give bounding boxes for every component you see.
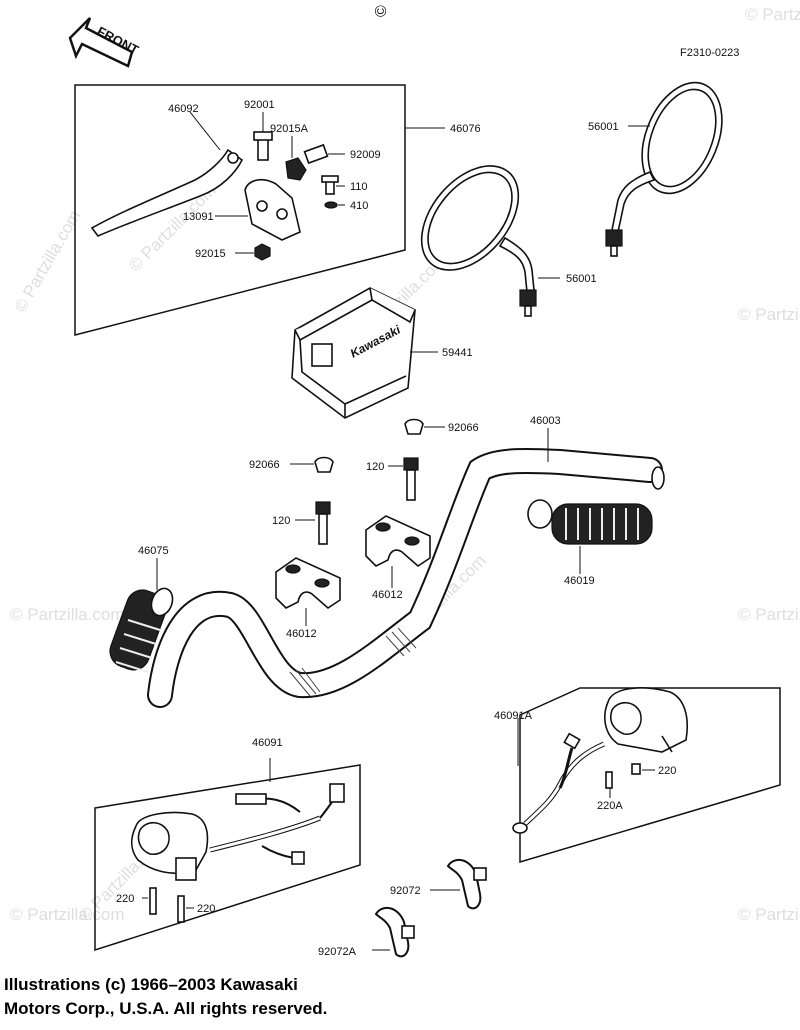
mirror-left [420,165,537,317]
bolt-120-lower [315,501,331,545]
part-label-92066-upper: 92066 [448,422,479,434]
right-switch-housing [604,687,688,753]
brake-lever [90,148,244,237]
screw-220-left-b [177,895,185,923]
handlebar [147,447,665,708]
part-label-46091: 46091 [252,737,283,749]
right-switch-wiring [512,732,605,834]
watermark: © Partzilla.com [738,605,800,624]
part-label-92072: 92072 [390,885,421,897]
part-label-92009: 92009 [350,149,381,161]
part-label-46003: 46003 [530,415,561,427]
part-label-13091: 13091 [183,211,214,223]
watermark: © Partzilla.com [10,605,125,624]
front-arrow-icon: FRONT [68,17,141,68]
grip-right [527,499,653,545]
top-copyright-mark: © [373,5,390,17]
screw-220-left-a [149,887,157,915]
clamp-upper [365,515,431,568]
parts-diagram: © Partzilla.com © Partzilla.com © Partzi… [10,5,800,958]
part-label-410: 410 [350,200,368,212]
part-label-92072A: 92072A [318,946,357,958]
watermark: © Partzilla.com [738,905,800,924]
part-label-120-upper: 120 [366,461,384,473]
screw-220A [605,771,613,789]
watermark: © Partzilla.com [738,305,800,324]
part-label-110: 110 [350,181,368,193]
left-switch-frame [94,764,361,952]
part-label-220-right: 220 [658,765,676,777]
part-label-59441: 59441 [442,347,473,359]
wire-clamp-92072A [374,906,415,958]
lever-assembly-frame [74,84,406,336]
part-label-46075: 46075 [138,545,169,557]
pivot-bolt [253,131,273,161]
part-label-46076: 46076 [450,123,481,135]
part-label-46012-lower: 46012 [286,628,317,640]
watermark: © Partzilla.com [10,905,125,924]
left-switch-wiring [209,783,345,865]
copyright-line-2: Motors Corp., U.S.A. All rights reserved… [4,999,328,1018]
screw-220-right [631,763,641,775]
mirror-right [605,81,723,257]
nut-92015 [254,243,271,261]
part-label-92015A: 92015A [270,123,309,135]
part-label-220A: 220A [597,800,623,812]
part-label-46091A: 46091A [494,710,533,722]
clamp-lower [275,557,341,610]
part-label-56001-right: 56001 [588,121,619,133]
cap-92066-lower [314,456,334,473]
part-label-120-lower: 120 [272,515,290,527]
part-label-46012-upper: 46012 [372,589,403,601]
adjuster-nut [285,157,307,181]
part-label-92066-lower: 92066 [249,459,280,471]
part-label-220-left-b: 220 [197,903,215,915]
handlebar-cover: Kawasaki [291,287,416,419]
washer-410 [324,201,338,209]
leader-line [189,111,221,151]
screw-110 [321,175,339,195]
lever-bracket [244,178,301,241]
copyright-notice: Illustrations (c) 1966–2003 Kawasaki Mot… [4,973,327,1021]
watermark: © Partzilla.com [11,207,85,316]
left-switch-housing [130,811,209,881]
part-label-46092: 46092 [168,103,199,115]
part-label-56001-left: 56001 [566,273,597,285]
part-labels: 46092 92001 92015A 46076 92009 110 410 1… [116,99,676,958]
wire-clamp-92072 [446,858,487,910]
right-switch-frame [519,687,781,864]
bolt-120-upper [403,457,419,501]
part-label-220-left-a: 220 [116,893,134,905]
cap-92066-upper [404,418,424,435]
adjuster-screw [303,143,329,165]
part-label-92001: 92001 [244,99,275,111]
part-label-92015: 92015 [195,248,226,260]
copyright-line-1: Illustrations (c) 1966–2003 Kawasaki [4,975,298,994]
grip-left [109,587,174,673]
part-label-46019: 46019 [564,575,595,587]
watermark: © Partzilla.com [745,5,800,24]
figure-ref-code: F2310-0223 [680,47,739,59]
